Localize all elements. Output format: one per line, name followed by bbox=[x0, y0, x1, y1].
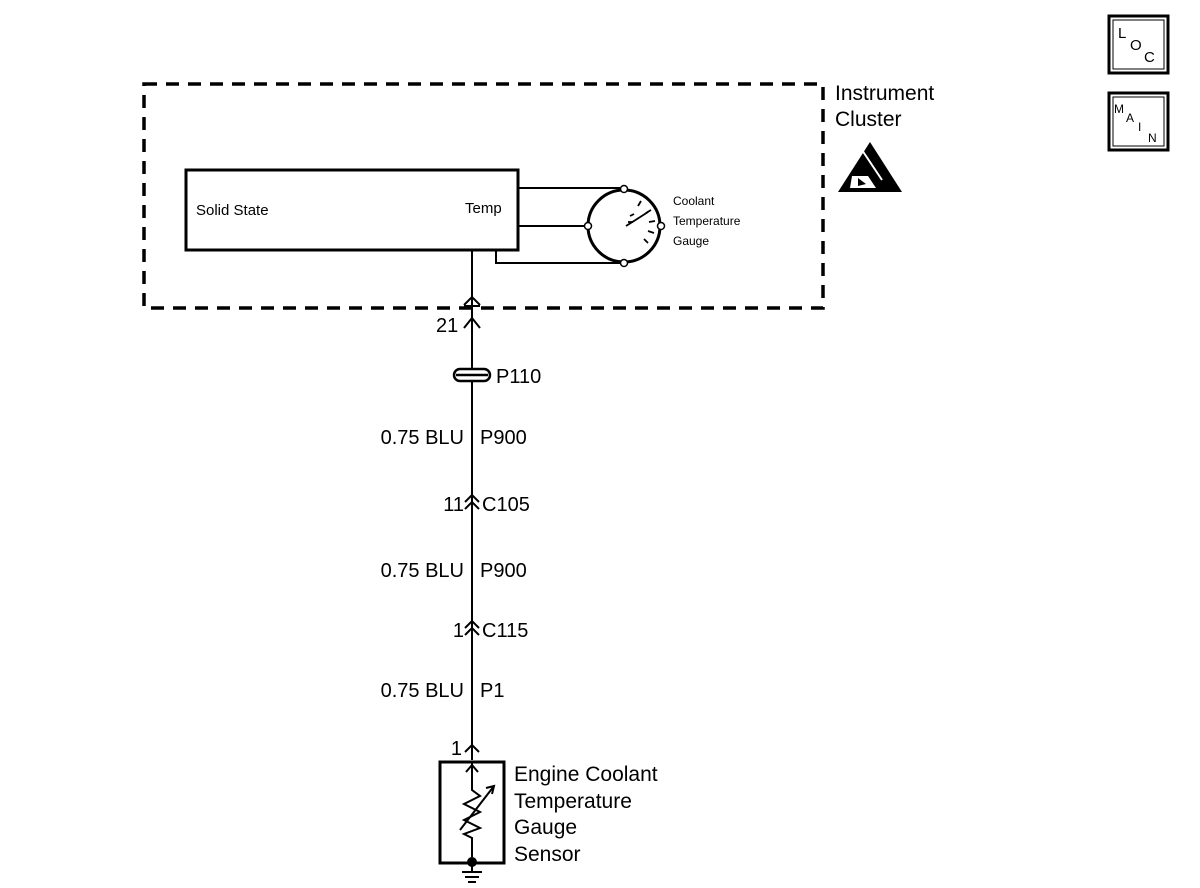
splice-icon bbox=[452, 367, 492, 383]
sensor-connector-icon bbox=[464, 743, 480, 753]
cluster-title-line1: Instrument bbox=[835, 82, 934, 105]
c105-label: C105 bbox=[482, 494, 530, 516]
thermistor-icon bbox=[459, 762, 496, 857]
sensor-label-line1: Engine Coolant bbox=[514, 763, 658, 786]
c115-pin: 1 bbox=[453, 620, 464, 642]
coolant-temperature-gauge bbox=[583, 184, 666, 268]
c115-connector-icon bbox=[464, 619, 480, 636]
main-icon[interactable]: M A I N bbox=[1107, 91, 1170, 152]
loc-letter-o: O bbox=[1130, 37, 1142, 54]
c105-pin: 11 bbox=[443, 494, 464, 516]
cluster-connector-icon bbox=[463, 295, 481, 329]
main-letter-a: A bbox=[1126, 111, 1134, 125]
c105-connector-icon bbox=[464, 493, 480, 510]
instrument-cluster-boundary bbox=[142, 82, 825, 310]
sensor-pin: 1 bbox=[451, 738, 462, 760]
splice-label: P110 bbox=[496, 366, 541, 388]
loc-letter-c: C bbox=[1144, 49, 1155, 66]
gauge-label-line2: Temperature bbox=[673, 214, 741, 228]
main-letter-m: M bbox=[1114, 102, 1124, 116]
ground-icon bbox=[462, 862, 482, 883]
loc-letter-l: L bbox=[1118, 25, 1126, 42]
sensor-label-line2: Temperature bbox=[514, 790, 632, 813]
sensor-label-line4: Sensor bbox=[514, 843, 581, 866]
wire1-size: 0.75 BLU bbox=[381, 427, 464, 449]
main-letter-i: I bbox=[1138, 120, 1141, 134]
solid-state-label: Solid State bbox=[196, 202, 269, 219]
wire3-size: 0.75 BLU bbox=[381, 680, 464, 702]
c115-label: C115 bbox=[482, 620, 528, 642]
wire2-size: 0.75 BLU bbox=[381, 560, 464, 582]
wire2-circuit: P900 bbox=[480, 560, 527, 582]
gauge-wiring bbox=[495, 187, 622, 264]
gauge-label-line3: Gauge bbox=[673, 234, 709, 248]
wire1-circuit: P900 bbox=[480, 427, 527, 449]
cluster-terminal-number: 21 bbox=[436, 315, 458, 337]
main-letter-n: N bbox=[1148, 131, 1157, 145]
temp-label: Temp bbox=[465, 200, 502, 217]
esd-warning-icon bbox=[838, 142, 902, 192]
solid-state-module bbox=[184, 168, 520, 252]
sensor-label-line3: Gauge bbox=[514, 816, 577, 839]
wire3-circuit: P1 bbox=[480, 680, 504, 702]
loc-icon[interactable]: L O C bbox=[1107, 14, 1170, 75]
cluster-title-line2: Cluster bbox=[835, 108, 902, 131]
gauge-label-line1: Coolant bbox=[673, 194, 715, 208]
